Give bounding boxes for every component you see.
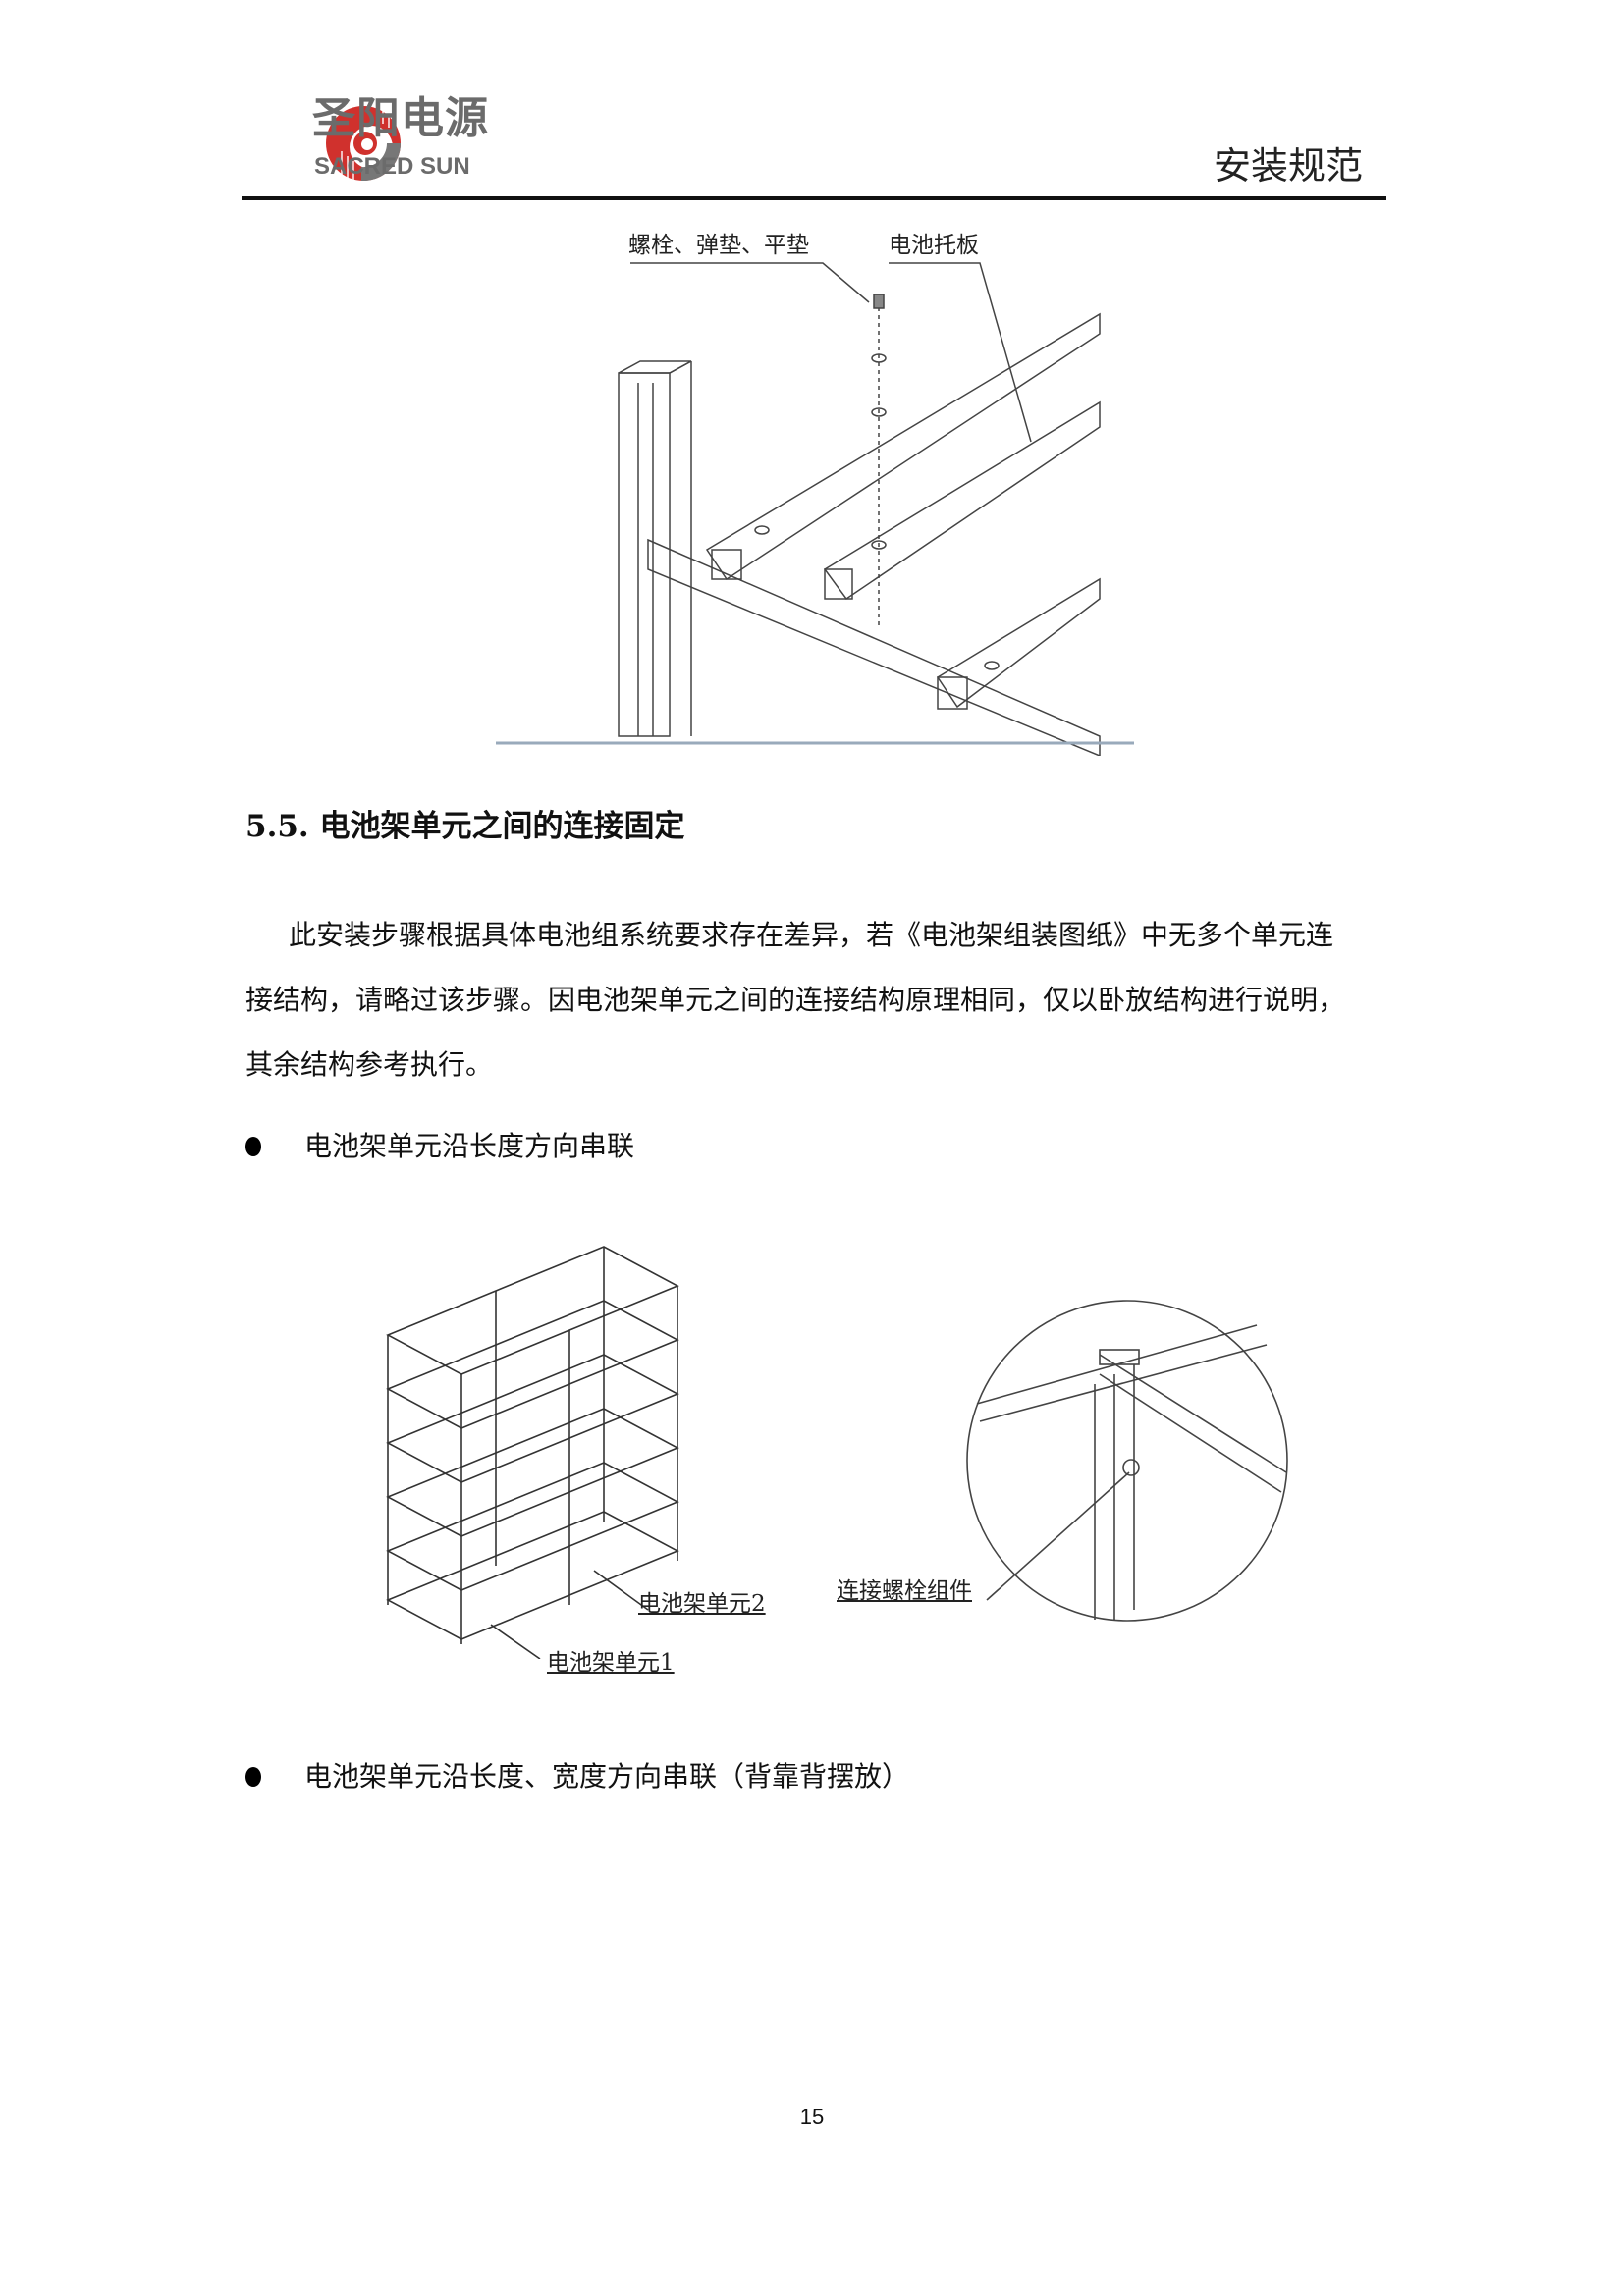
paragraph-line: 此安装步骤根据具体电池组系统要求存在差异，若《电池架组装图纸》中无多个单元连 bbox=[289, 919, 1334, 951]
paragraph-line: 接结构，请略过该步骤。因电池架单元之间的连接结构原理相同，仅以卧放结构进行说明， bbox=[245, 984, 1346, 1016]
figure1-tray-bolt-diagram bbox=[496, 262, 1134, 756]
header-divider bbox=[242, 196, 1386, 200]
bullet-text: 电池架单元沿长度、宽度方向串联（背靠背摆放） bbox=[304, 1760, 910, 1792]
figure1-label-bolts: 螺栓、弹垫、平垫 bbox=[628, 233, 809, 258]
figure1-label-tray: 电池托板 bbox=[889, 233, 979, 258]
bullet-icon bbox=[245, 1137, 261, 1156]
figure2-label-unit1: 电池架单元1 bbox=[547, 1650, 675, 1676]
sacred-sun-logo-icon bbox=[326, 104, 402, 185]
bullet-item: 电池架单元沿长度方向串联 bbox=[245, 1129, 634, 1164]
figure2-detail-circle bbox=[966, 1300, 1288, 1622]
section-paragraph: 此安装步骤根据具体电池组系统要求存在差异，若《电池架组装图纸》中无多个单元连 接… bbox=[245, 903, 1389, 1097]
logo-text-en: SACRED SUN bbox=[314, 153, 470, 180]
figure2-rack-units-diagram bbox=[386, 1246, 679, 1659]
bullet-icon bbox=[245, 1767, 261, 1787]
paragraph-line: 其余结构参考执行。 bbox=[245, 1048, 494, 1081]
bullet-text: 电池架单元沿长度方向串联 bbox=[304, 1130, 635, 1162]
document-title: 安装规范 bbox=[1213, 144, 1363, 187]
figure2-label-unit2: 电池架单元2 bbox=[638, 1591, 766, 1617]
logo-text-cn: 圣阳电源 bbox=[312, 93, 489, 143]
bullet-item: 电池架单元沿长度、宽度方向串联（背靠背摆放） bbox=[245, 1759, 909, 1794]
page-number: 15 bbox=[799, 2105, 825, 2129]
figure2-label-bolt-assembly: 连接螺栓组件 bbox=[837, 1578, 972, 1604]
section-heading: 5.5. 电池架单元之间的连接固定 bbox=[245, 809, 685, 844]
